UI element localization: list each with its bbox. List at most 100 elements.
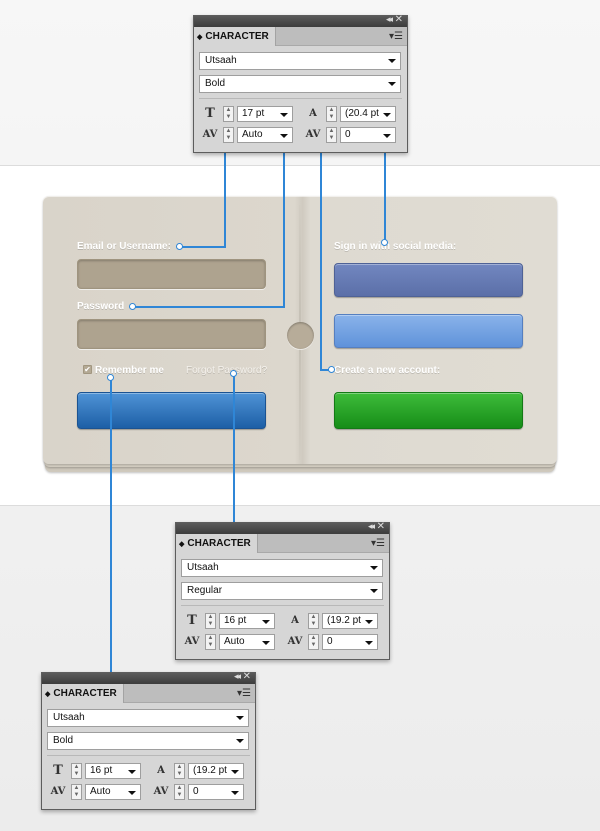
- social-label: Sign in with social media:: [334, 241, 457, 252]
- forgot-password-link[interactable]: Forgot Password?: [186, 365, 268, 376]
- panel-menu-icon[interactable]: ▾☰: [371, 538, 385, 549]
- font-size-stepper[interactable]: ▲▼: [223, 106, 234, 122]
- chevron-down-icon: [383, 134, 391, 138]
- font-size-input[interactable]: 17 pt: [237, 106, 293, 122]
- tracking-input[interactable]: 0: [188, 784, 244, 800]
- social-button-2[interactable]: [334, 314, 523, 348]
- font-size-input[interactable]: 16 pt: [219, 613, 275, 629]
- font-size-stepper[interactable]: ▲▼: [71, 763, 82, 779]
- panel-menu-icon[interactable]: ▾☰: [389, 31, 403, 42]
- chevron-down-icon: [365, 620, 373, 624]
- tracking-input[interactable]: 0: [322, 634, 378, 650]
- leading-input[interactable]: (19.2 pt: [188, 763, 244, 779]
- font-size-input[interactable]: 16 pt: [85, 763, 141, 779]
- login-button[interactable]: [77, 392, 266, 429]
- panel-tabrow: ◆CHARACTER ▾☰: [194, 27, 407, 46]
- email-field[interactable]: [77, 259, 266, 289]
- leading-stepper[interactable]: ▲▼: [174, 763, 185, 779]
- create-account-label: Create a new account:: [334, 365, 441, 376]
- social-button-1[interactable]: [334, 263, 523, 297]
- font-style-select[interactable]: Bold: [199, 75, 401, 93]
- leading-icon: A: [157, 765, 165, 776]
- kerning-input[interactable]: Auto: [85, 784, 141, 800]
- collapse-icon[interactable]: ◂◂: [233, 671, 241, 681]
- or-divider-circle: [287, 322, 314, 349]
- tab-character[interactable]: ◆CHARACTER: [42, 684, 124, 703]
- panel-tabrow: ◆CHARACTER ▾☰: [176, 534, 389, 553]
- leading-stepper[interactable]: ▲▼: [326, 106, 337, 122]
- chevron-down-icon: [370, 589, 378, 593]
- font-family-select[interactable]: Utsaah: [181, 559, 383, 577]
- tab-arrows-icon: ◆: [45, 691, 51, 698]
- font-size-value: 16 pt: [90, 765, 113, 776]
- connector-line: [224, 153, 226, 248]
- kerning-value: Auto: [242, 129, 263, 140]
- chevron-down-icon: [231, 770, 239, 774]
- panel-titlebar: ◂◂ ✕: [176, 521, 389, 534]
- tracking-stepper[interactable]: ▲▼: [174, 784, 185, 800]
- font-family-select[interactable]: Utsaah: [199, 52, 401, 70]
- connector-line: [320, 153, 322, 371]
- chevron-down-icon: [236, 739, 244, 743]
- kerning-input[interactable]: Auto: [219, 634, 275, 650]
- leading-input[interactable]: (20.4 pt: [340, 106, 396, 122]
- tracking-value: 0: [345, 129, 351, 140]
- tab-arrows-icon: ◆: [179, 541, 185, 548]
- tab-character[interactable]: ◆CHARACTER: [194, 27, 276, 46]
- font-size-value: 16 pt: [224, 615, 247, 626]
- character-panel-2: ◂◂ ✕ ◆CHARACTER ▾☰ Utsaah Regular T ▲▼ 1…: [175, 521, 390, 660]
- collapse-icon[interactable]: ◂◂: [385, 14, 393, 24]
- connector-dot: [230, 370, 237, 377]
- close-icon[interactable]: ✕: [242, 671, 251, 682]
- kerning-icon: AV: [50, 786, 66, 797]
- connector-dot: [381, 239, 388, 246]
- leading-icon: A: [291, 615, 299, 626]
- font-style-select[interactable]: Bold: [47, 732, 249, 750]
- close-icon[interactable]: ✕: [376, 521, 385, 532]
- connector-dot: [129, 303, 136, 310]
- chevron-down-icon: [365, 641, 373, 645]
- kerning-input[interactable]: Auto: [237, 127, 293, 143]
- tracking-input[interactable]: 0: [340, 127, 396, 143]
- collapse-icon[interactable]: ◂◂: [367, 521, 375, 531]
- kerning-stepper[interactable]: ▲▼: [71, 784, 82, 800]
- font-family-select[interactable]: Utsaah: [47, 709, 249, 727]
- create-account-button[interactable]: [334, 392, 523, 429]
- divider: [199, 98, 402, 99]
- kerning-stepper[interactable]: ▲▼: [223, 127, 234, 143]
- password-field[interactable]: [77, 319, 266, 349]
- kerning-value: Auto: [90, 786, 111, 797]
- chevron-down-icon: [370, 566, 378, 570]
- connector-line: [384, 153, 386, 243]
- leading-stepper[interactable]: ▲▼: [308, 613, 319, 629]
- connector-dot: [328, 366, 335, 373]
- divider: [181, 605, 384, 606]
- remember-checkbox[interactable]: ✔: [83, 365, 92, 374]
- leading-input[interactable]: (19.2 pt: [322, 613, 378, 629]
- font-style-select[interactable]: Regular: [181, 582, 383, 600]
- font-family-value: Utsaah: [187, 562, 219, 573]
- leading-value: (19.2 pt: [193, 765, 227, 776]
- font-size-stepper[interactable]: ▲▼: [205, 613, 216, 629]
- panel-titlebar: ◂◂ ✕: [42, 671, 255, 684]
- tracking-stepper[interactable]: ▲▼: [308, 634, 319, 650]
- tab-character[interactable]: ◆CHARACTER: [176, 534, 258, 553]
- kerning-icon: AV: [184, 636, 200, 647]
- chevron-down-icon: [280, 134, 288, 138]
- tab-arrows-icon: ◆: [197, 34, 203, 41]
- tracking-icon: AV: [153, 786, 169, 797]
- kerning-value: Auto: [224, 636, 245, 647]
- font-size-icon: T: [187, 613, 197, 628]
- tracking-stepper[interactable]: ▲▼: [326, 127, 337, 143]
- connector-line: [132, 306, 285, 308]
- chevron-down-icon: [388, 59, 396, 63]
- close-icon[interactable]: ✕: [394, 14, 403, 25]
- connector-line: [320, 369, 332, 371]
- chevron-down-icon: [236, 716, 244, 720]
- password-label: Password: [77, 301, 125, 312]
- email-label: Email or Username:: [77, 241, 171, 252]
- font-style-value: Bold: [205, 78, 226, 89]
- panel-menu-icon[interactable]: ▾☰: [237, 688, 251, 699]
- font-size-value: 17 pt: [242, 108, 265, 119]
- kerning-stepper[interactable]: ▲▼: [205, 634, 216, 650]
